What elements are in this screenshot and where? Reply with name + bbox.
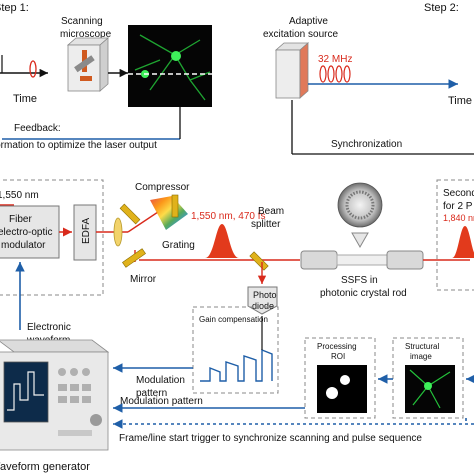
time-label-right: Time bbox=[448, 95, 472, 107]
adaptive-source-label-2: excitation source bbox=[263, 29, 338, 40]
photodiode-box bbox=[247, 286, 278, 315]
second-wavelength-label: 1,840 nm bbox=[443, 213, 474, 223]
gain-compensation-box bbox=[192, 306, 279, 394]
pulse-train-icon bbox=[319, 65, 351, 83]
grating-left-icon bbox=[119, 203, 141, 225]
waveform-generator-icon[interactable] bbox=[0, 339, 110, 451]
laser-source-dashed-box bbox=[0, 179, 104, 296]
rod-right-end bbox=[386, 250, 424, 270]
modulator-label-3: modulator bbox=[1, 240, 46, 251]
beam-splitter-label-1: Beam bbox=[258, 206, 284, 217]
step2-label: Step 2: bbox=[424, 2, 459, 14]
laser-pulse-icon bbox=[29, 60, 37, 78]
second-label-2: for 2 P bbox=[443, 201, 473, 212]
modulator-label-1: Fiber bbox=[9, 214, 32, 225]
photodiode-label-2: diode bbox=[252, 301, 274, 311]
scanning-microscope-label-2: microscope bbox=[60, 29, 112, 40]
ssfs-label-2: photonic crystal rod bbox=[320, 288, 407, 299]
roi-mask-image bbox=[317, 365, 367, 413]
modulator-box bbox=[0, 205, 60, 259]
grating-right-icon bbox=[171, 194, 179, 218]
beam-splitter-label-2: splitter bbox=[251, 219, 281, 230]
structural-image-box bbox=[392, 337, 464, 419]
processing-roi-label-2: ROI bbox=[331, 352, 345, 361]
structural-neuron-image bbox=[405, 365, 455, 413]
time-label-left: Time bbox=[13, 93, 37, 105]
microscope-icon bbox=[66, 37, 110, 92]
grating-label: Grating bbox=[162, 240, 195, 251]
step1-label: Step 1: bbox=[0, 2, 29, 14]
mirror-icon bbox=[122, 248, 146, 268]
compressor-label: Compressor bbox=[135, 182, 190, 193]
mirror-label: Mirror bbox=[130, 274, 157, 285]
neuron-fluorescence-image bbox=[128, 25, 212, 107]
pcf-holes-pattern bbox=[345, 190, 375, 220]
feedback-title: Feedback: bbox=[14, 123, 61, 134]
modulator-label-2: electro-optic bbox=[0, 227, 52, 238]
structural-image-label-2: image bbox=[410, 352, 432, 361]
input-wavelength-label: 1,550 nm bbox=[0, 190, 39, 201]
modulation-pattern-1-label-1: Modulation bbox=[136, 375, 185, 386]
scanning-microscope-label-1: Scanning bbox=[61, 16, 103, 27]
waveform-generator-label: Waveform generator bbox=[0, 461, 90, 473]
pulse-shape-1840-icon bbox=[452, 226, 474, 258]
beam-splitter-icon bbox=[249, 251, 269, 271]
modulation-pattern-2-label: Modulation pattern bbox=[120, 396, 203, 407]
modulation-pattern-1-label-2: pattern bbox=[136, 388, 167, 399]
rep-rate-label: 32 MHz bbox=[318, 54, 352, 65]
pulse-shape-1550-icon bbox=[205, 224, 239, 258]
electronic-waveform-label-1: Electronic bbox=[27, 322, 71, 333]
gain-compensation-label: Gain compensation bbox=[199, 315, 268, 324]
pcf-cross-section-icon bbox=[337, 182, 383, 228]
processing-roi-label-1: Processing bbox=[317, 342, 357, 351]
edfa-label: EDFA bbox=[81, 218, 92, 244]
second-label-1: Second bbox=[443, 188, 474, 199]
edfa-box bbox=[73, 204, 97, 261]
rod-body bbox=[336, 254, 388, 266]
ssfs-label-1: SSFS in bbox=[341, 275, 378, 286]
beam-to-grating bbox=[127, 211, 159, 233]
synchronization-label: Synchronization bbox=[331, 139, 402, 150]
processing-roi-box bbox=[304, 337, 376, 419]
feedback-text: Information to optimize the laser output bbox=[0, 140, 157, 151]
dispersed-spectrum-icon bbox=[150, 196, 188, 230]
second-harmonic-dashed-box bbox=[436, 179, 474, 291]
gain-compensation-waveform bbox=[200, 348, 273, 382]
lens-icon bbox=[113, 217, 123, 247]
adaptive-source-label-1: Adaptive bbox=[289, 16, 328, 27]
structural-image-label-1: Structural bbox=[405, 342, 439, 351]
rod-left-end bbox=[300, 250, 338, 270]
photodiode-label-1: Photo bbox=[253, 290, 277, 300]
trigger-label: Frame/line start trigger to synchronize … bbox=[119, 433, 422, 444]
pcf-pointer-icon bbox=[351, 232, 369, 249]
adaptive-source-box-icon bbox=[274, 42, 310, 99]
pulse-spec-label: 1,550 nm, 470 fs bbox=[191, 211, 266, 222]
